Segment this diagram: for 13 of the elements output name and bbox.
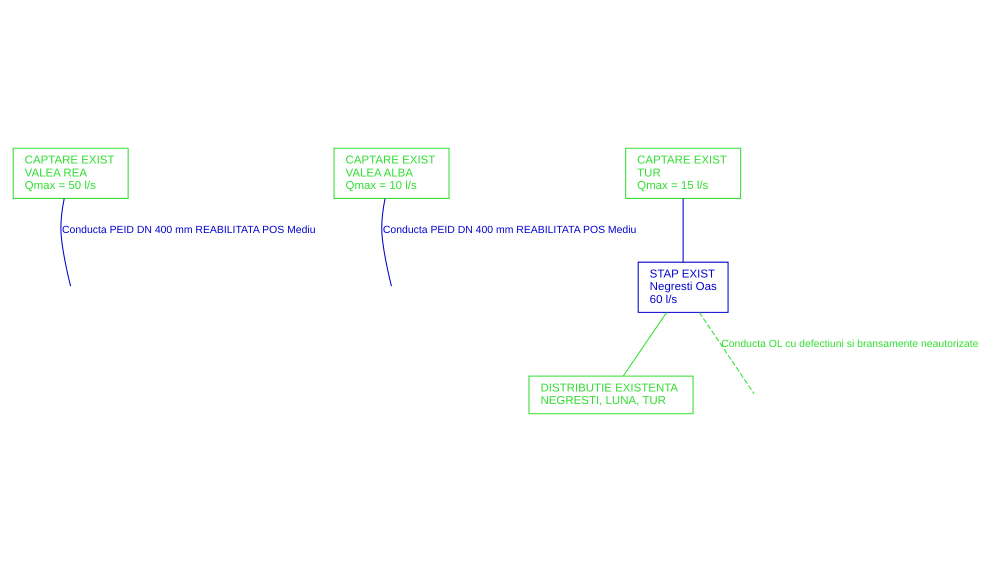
node-box: CAPTARE EXIST TUR Qmax = 15 l/s: [624, 147, 741, 198]
node-box: DISTRIBUTIE EXISTENTA NEGRESTI, LUNA, TUR: [528, 375, 694, 414]
node-box: CAPTARE EXIST VALEA REA Qmax = 50 l/s: [12, 147, 128, 198]
connector: [622, 312, 667, 376]
edge-label: Conducta PEID DN 400 mm REABILITATA POS Mediu: [62, 224, 316, 236]
edge-label: Conducta PEID DN 400 mm REABILITATA POS Mediu: [382, 224, 636, 236]
connector: [380, 198, 392, 286]
connector: [682, 198, 684, 262]
connector: [60, 198, 71, 286]
node-box: STAP EXIST Negresti Oas 60 l/s: [637, 261, 728, 312]
edge-label: Conducta OL cu defectiuni si bransamente neautorizate: [720, 338, 978, 350]
node-box: CAPTARE EXIST VALEA ALBA Qmax = 10 l/s: [333, 147, 450, 198]
connector: [698, 312, 754, 394]
